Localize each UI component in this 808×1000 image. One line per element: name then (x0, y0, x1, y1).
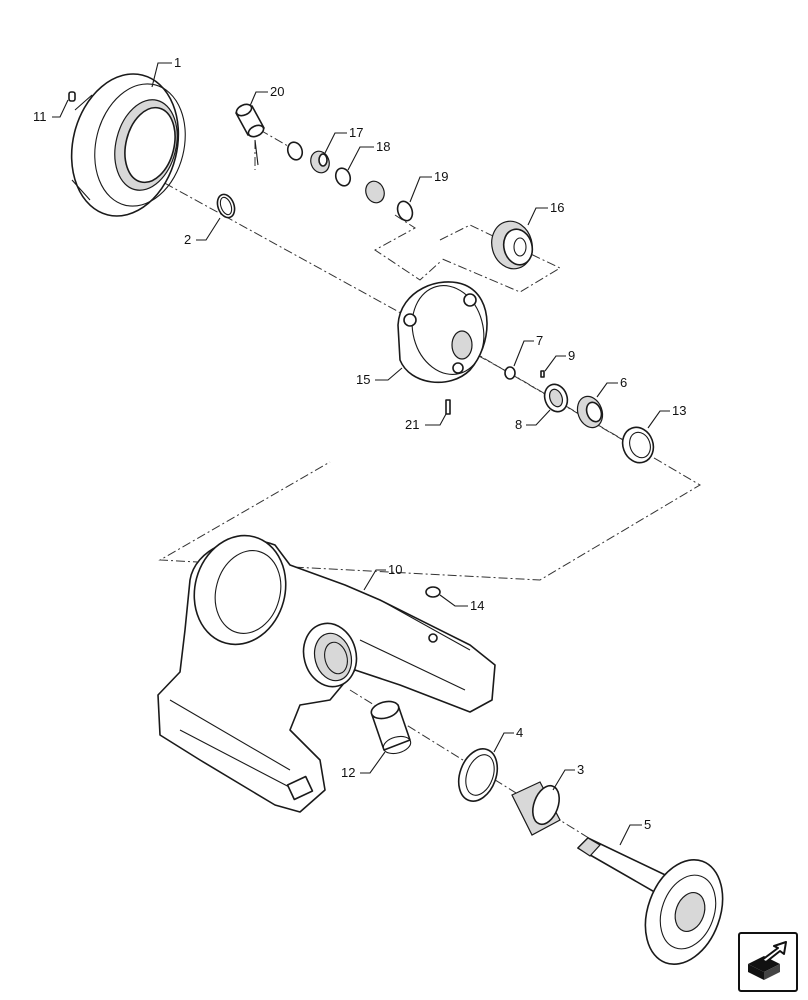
part-11-pin[interactable] (68, 91, 76, 102)
callout-16: 16 (550, 200, 564, 215)
callout-9: 9 (568, 348, 575, 363)
part-7-circlip[interactable] (504, 366, 516, 380)
part-needle-bearing-2[interactable] (363, 179, 387, 206)
part-12-bushing[interactable] (369, 699, 412, 757)
part-2-snap-ring[interactable] (214, 192, 237, 220)
callout-3: 3 (577, 762, 584, 777)
part-13-bearing-cup[interactable] (618, 423, 659, 467)
leader-lines (52, 62, 670, 846)
part-5-axle-shaft[interactable] (577, 837, 736, 975)
callout-18: 18 (376, 139, 390, 154)
part-18-spacer[interactable] (333, 166, 352, 188)
part-16-planet-gear[interactable] (486, 217, 537, 274)
part-17-needle-bearing[interactable] (308, 149, 332, 176)
part-10-axle-housing[interactable] (157, 525, 496, 813)
callout-8: 8 (515, 417, 522, 432)
part-6-bearing[interactable] (573, 393, 606, 431)
part-15-planet-carrier[interactable] (397, 277, 493, 384)
callout-17: 17 (349, 125, 363, 140)
callout-10: 10 (388, 562, 402, 577)
part-20-planet-shaft[interactable] (235, 102, 266, 166)
callout-5: 5 (644, 817, 651, 832)
callout-2: 2 (184, 232, 191, 247)
callout-13: 13 (672, 403, 686, 418)
navigate-button[interactable] (738, 932, 798, 992)
callout-21: 21 (405, 417, 419, 432)
callout-14: 14 (470, 598, 484, 613)
part-4-seal[interactable] (452, 743, 504, 806)
part-8-bearing-cone[interactable] (541, 381, 571, 415)
arrow-navigate-icon (748, 941, 787, 980)
callout-6: 6 (620, 375, 627, 390)
callout-labels: 1 11 2 20 17 18 19 16 15 21 7 9 8 6 13 1… (33, 55, 686, 832)
callout-19: 19 (434, 169, 448, 184)
callout-1: 1 (174, 55, 181, 70)
part-ring-washer-left[interactable] (285, 140, 304, 162)
part-19-thrust-washer[interactable] (395, 199, 415, 223)
part-14-plug[interactable] (425, 586, 441, 598)
part-3-bearing[interactable] (511, 781, 564, 836)
callout-7: 7 (536, 333, 543, 348)
callout-12: 12 (341, 765, 355, 780)
callout-4: 4 (516, 725, 523, 740)
part-1-ring-gear[interactable] (57, 63, 198, 228)
callout-20: 20 (270, 84, 284, 99)
part-21-roll-pin[interactable] (445, 399, 451, 415)
callout-11: 11 (33, 109, 47, 124)
part-9-pin[interactable] (540, 370, 545, 378)
callout-15: 15 (356, 372, 370, 387)
